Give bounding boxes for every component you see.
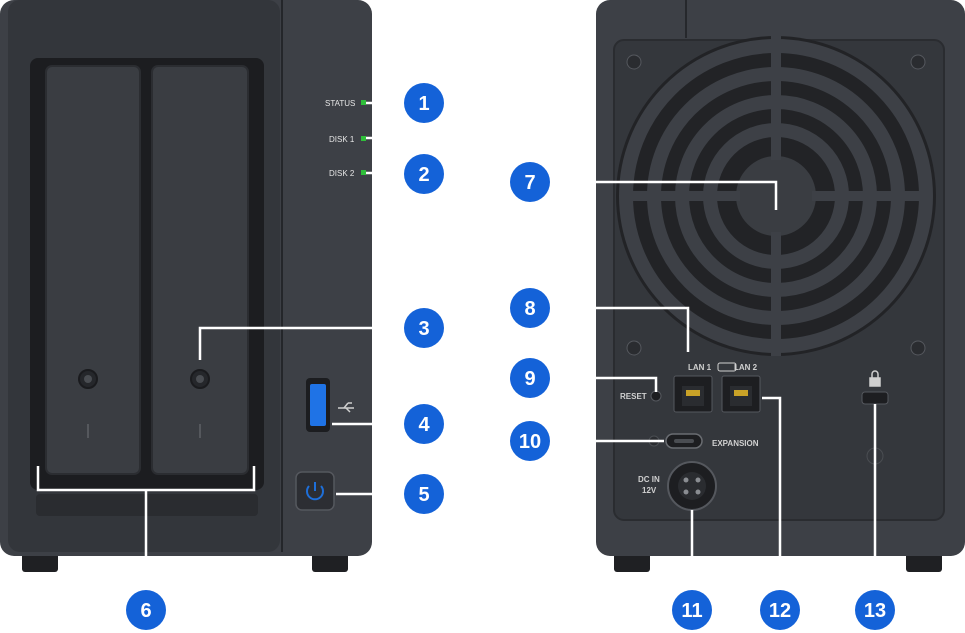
svg-text:7: 7 — [524, 172, 535, 194]
svg-text:3: 3 — [418, 318, 429, 340]
callout-3: 3 — [404, 308, 444, 348]
svg-text:5: 5 — [418, 484, 429, 506]
svg-text:1: 1 — [418, 93, 429, 115]
status-label: STATUS — [325, 99, 355, 108]
svg-text:2: 2 — [418, 164, 429, 186]
callout-9: 9 — [510, 358, 550, 398]
dc-voltage-label: 12V — [642, 486, 657, 495]
reset-button[interactable] — [650, 390, 662, 402]
svg-text:9: 9 — [524, 368, 535, 390]
rear-view: LAN 1 LAN 2 RESET EXPANSION DC IN 12V — [596, 0, 965, 572]
reset-label: RESET — [620, 392, 647, 401]
svg-text:10: 10 — [519, 431, 541, 453]
disk2-label: DISK 2 — [329, 169, 355, 178]
svg-text:13: 13 — [864, 600, 886, 622]
drive-tray-1[interactable] — [45, 65, 141, 475]
front-view: STATUS DISK 1 DISK 2 — [0, 0, 372, 572]
expansion-label: EXPANSION — [712, 439, 759, 448]
disk2-led — [361, 170, 366, 175]
power-icon — [306, 482, 324, 501]
callout-6: 6 — [126, 590, 166, 630]
screw-icons — [626, 54, 926, 356]
rear-foot-left — [614, 552, 650, 572]
svg-text:4: 4 — [418, 414, 430, 436]
dc-power-port[interactable] — [667, 461, 717, 511]
front-foot-left — [22, 552, 58, 572]
disk1-led — [361, 136, 366, 141]
callout-2: 2 — [404, 154, 444, 194]
callout-11: 11 — [672, 590, 712, 630]
callout-13: 13 — [855, 590, 895, 630]
callout-12: 12 — [760, 590, 800, 630]
svg-text:12: 12 — [769, 600, 791, 622]
drive-tray-2[interactable] — [151, 65, 249, 475]
svg-text:6: 6 — [140, 600, 151, 622]
callout-lines — [36, 101, 877, 590]
rear-foot-right — [906, 552, 942, 572]
svg-text:11: 11 — [681, 600, 702, 622]
callout-7: 7 — [510, 162, 550, 202]
callout-4: 4 — [404, 404, 444, 444]
lan1-label: LAN 1 — [688, 363, 712, 372]
lan2-port[interactable] — [721, 375, 761, 413]
lock-icon — [869, 370, 881, 387]
callout-5: 5 — [404, 474, 444, 514]
front-foot-right — [312, 552, 348, 572]
lan1-port[interactable] — [673, 375, 713, 413]
status-led — [361, 100, 366, 105]
svg-text:8: 8 — [524, 298, 535, 320]
callout-1: 1 — [404, 83, 444, 123]
usb-icon — [338, 402, 354, 413]
callout-badges: 1 2 3 4 5 6 7 8 9 10 11 12 13 — [126, 83, 895, 630]
callout-8: 8 — [510, 288, 550, 328]
callout-10: 10 — [510, 421, 550, 461]
disk1-label: DISK 1 — [329, 135, 355, 144]
kensington-slot[interactable] — [861, 391, 889, 405]
dc-in-label: DC IN — [638, 475, 660, 484]
lan2-label: LAN 2 — [734, 363, 758, 372]
